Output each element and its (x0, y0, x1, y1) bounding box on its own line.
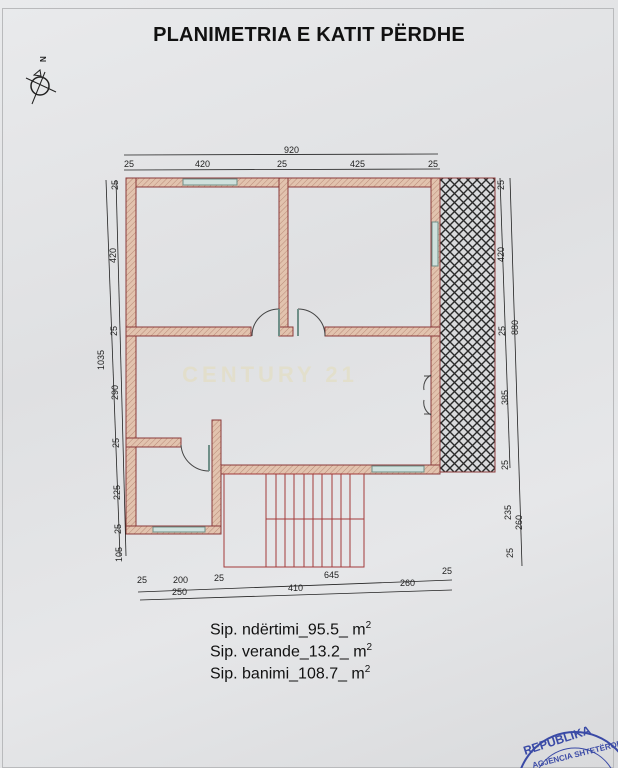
area-living: Sip. banimi_108.7_ m2 (210, 664, 371, 683)
svg-text:260: 260 (514, 515, 524, 530)
page-title: PLANIMETRIA E KATIT PËRDHE (153, 24, 465, 46)
svg-text:105: 105 (114, 547, 124, 562)
watermark: CENTURY 21 (182, 362, 358, 387)
official-stamp: REPUBLIKA AGJENCIA SHTETËRORE (520, 723, 618, 768)
svg-text:200: 200 (173, 575, 188, 585)
svg-text:425: 425 (350, 159, 365, 169)
svg-text:25: 25 (497, 326, 507, 336)
dimension-lines (105, 153, 523, 601)
svg-text:920: 920 (284, 145, 299, 155)
svg-text:225: 225 (112, 485, 122, 500)
svg-text:235: 235 (503, 505, 513, 520)
svg-text:25: 25 (109, 326, 119, 336)
svg-text:25: 25 (442, 566, 452, 576)
windows (152, 178, 439, 533)
svg-text:645: 645 (324, 570, 339, 580)
veranda (437, 177, 496, 473)
svg-text:260: 260 (400, 578, 415, 588)
svg-text:25: 25 (113, 524, 123, 534)
walls (125, 177, 441, 535)
svg-text:1035: 1035 (96, 350, 106, 370)
dimension-labels: 920 25 420 25 425 25 1035 25 420 25 290 … (96, 145, 524, 597)
svg-text:25: 25 (214, 573, 224, 583)
svg-text:25: 25 (124, 159, 134, 169)
svg-text:880: 880 (510, 320, 520, 335)
svg-text:25: 25 (505, 548, 515, 558)
svg-text:25: 25 (111, 438, 121, 448)
svg-text:N: N (39, 56, 48, 62)
svg-text:25: 25 (277, 159, 287, 169)
svg-text:25: 25 (428, 159, 438, 169)
svg-text:290: 290 (110, 385, 120, 400)
svg-text:420: 420 (108, 248, 118, 263)
svg-text:25: 25 (110, 180, 120, 190)
svg-text:385: 385 (500, 390, 510, 405)
north-arrow-icon: N (25, 56, 57, 105)
svg-text:420: 420 (195, 159, 210, 169)
svg-text:25: 25 (500, 460, 510, 470)
svg-text:410: 410 (288, 583, 303, 593)
doors (180, 308, 432, 472)
area-veranda: Sip. verande_13.2_ m2 (210, 642, 373, 661)
svg-text:420: 420 (496, 247, 506, 262)
svg-text:250: 250 (172, 587, 187, 597)
svg-text:25: 25 (137, 575, 147, 585)
stairs (223, 473, 365, 568)
svg-text:25: 25 (496, 180, 506, 190)
area-construction: Sip. ndërtimi_95.5_ m2 (210, 620, 372, 639)
